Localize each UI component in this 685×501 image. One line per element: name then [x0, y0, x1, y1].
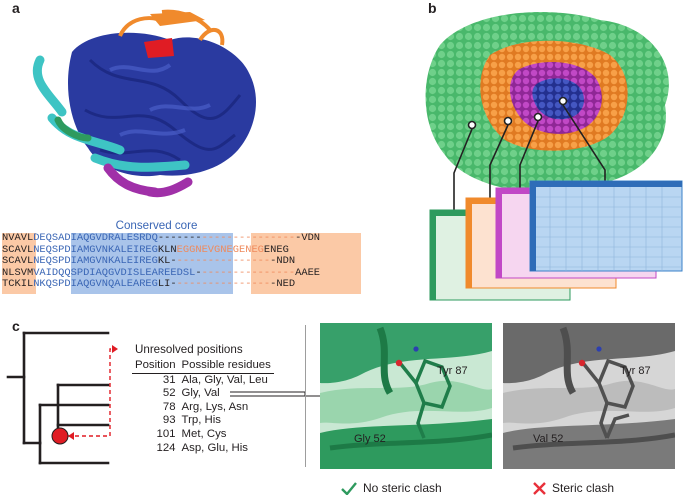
score-matrix-stack [429, 180, 683, 301]
position-cell: 52 [162, 387, 176, 400]
arrow-right-icon [112, 345, 118, 353]
alignment-segment: KL- [157, 255, 177, 268]
alignment-segment: NEQSPDIAMGVNKALEIREG [33, 243, 158, 256]
table-row: 93 Trp, His [132, 414, 274, 428]
alignment-row: NVAVLDEQSADIAQGVDRALESRDQ---------------… [2, 232, 321, 245]
vertical-divider [305, 325, 306, 467]
position-cell: 124 [156, 441, 176, 454]
alignment-highlight-blue-core [71, 233, 233, 294]
alignment-segment: -VDN [295, 232, 321, 244]
table-row: 31 Ala, Gly, Val, Leu [132, 373, 274, 387]
alignment-highlight-orange-right [251, 233, 361, 294]
position-52-pointer [230, 391, 320, 397]
residues-cell: Asp, Glu, His [181, 441, 248, 454]
residues-cell: Arg, Lys, Asn [181, 400, 249, 413]
alignment-segment: KLN [157, 243, 177, 256]
verdict-left-text: No steric clash [363, 481, 442, 495]
alignment-segment: ------- [157, 232, 202, 244]
structure-gly52: Tyr 87 Gly 52 [320, 323, 492, 469]
matrix-grid-lines [536, 187, 682, 271]
alignment-row: SCAVLNEQSPDIAMGVNKALEIREGKLNEGGNEVGNEGEN… [2, 243, 320, 257]
alignment-segment: NLSVM [2, 266, 34, 279]
panel-label-b: b [428, 0, 437, 16]
orange-sheet [150, 12, 205, 26]
label-gly52: Gly 52 [354, 433, 386, 445]
unresolved-positions-title: Unresolved positions [135, 343, 243, 356]
alignment-segment: - [195, 266, 202, 279]
protein-ribbon-structure [32, 9, 257, 198]
alignment-segment: --------------- [201, 266, 296, 279]
position-cell: 93 [162, 414, 176, 427]
sequence-alignment: NVAVLDEQSADIAQGVDRALESRDQ---------------… [0, 232, 361, 297]
red-segment [144, 38, 174, 58]
residue-table: Position Possible residues 31 Ala, Gly, V… [132, 359, 274, 455]
cross-icon [533, 481, 546, 495]
col-header-residues: Possible residues [181, 359, 271, 371]
alignment-row: TCKILNKQSPDIAQGVNQALEAREGLI-------------… [2, 279, 320, 291]
residues-cell: Trp, His [181, 414, 221, 427]
position-cell: 31 [162, 373, 176, 386]
alignment-segment: EGGNEVGNEGENEG [176, 243, 264, 256]
alignment-segment: NVAVL [2, 232, 34, 244]
col-header-position: Position [135, 359, 176, 371]
position-cell: 101 [156, 427, 176, 440]
verdict-right: Steric clash [533, 481, 614, 495]
arrow-left-icon [68, 432, 74, 440]
residues-cell: Met, Cys [181, 427, 227, 440]
green-segment [54, 116, 92, 142]
alignment-segment: LI- [157, 278, 177, 291]
ancestor-link-dashed [68, 348, 116, 437]
table-row: 124 Asp, Glu, His [132, 442, 274, 456]
alignment-segment: -NDN [270, 255, 296, 268]
alignment-highlight-orange-left [2, 233, 36, 294]
panel-label-a: a [12, 0, 20, 16]
label-tyr87-right: Tyr 87 [620, 365, 651, 377]
alignment-segment: DEQSADIAQGVDRALESRDQ [33, 232, 158, 244]
alignment-segment: SCAVL [2, 255, 34, 268]
residues-cell: Gly, Val [181, 387, 220, 400]
ancestral-node-marker [51, 427, 69, 445]
alignment-segment: TCKIL [2, 278, 34, 291]
label-tyr87-left: Tyr 87 [437, 365, 468, 377]
alignment-segment: -NED [270, 278, 296, 291]
alignment-segment: NEQSPDIAMGVNKALEIREG [33, 255, 158, 268]
phylogenetic-tree [6, 331, 118, 465]
position-cell: 78 [162, 400, 176, 413]
surface-blue-core [532, 78, 585, 120]
structure-val52: Tyr 87 Val 52 [503, 323, 675, 469]
alignment-segment: AAEE [295, 266, 321, 279]
protein-surface-with-matrices [425, 12, 683, 301]
magenta-helix [103, 163, 193, 198]
alignment-segment: --------------- [201, 232, 296, 244]
alignment-row: NLSVMVAIDQQSPDIAQGVDISLEAREEDSL---------… [2, 266, 321, 280]
matrix-connector-lines [453, 96, 606, 210]
verdict-left: No steric clash [341, 481, 442, 495]
alignment-segment: ENEG [263, 243, 289, 256]
conserved-core-label: Conserved core [115, 219, 198, 232]
alignment-segment: --------------- [176, 255, 271, 268]
table-row: 52 Gly, Val [132, 387, 274, 401]
alignment-segment: NKQSPDIAQGVNQALEAREG [33, 278, 158, 291]
check-icon [341, 481, 357, 495]
label-val52: Val 52 [533, 433, 563, 445]
table-row: 78 Arg, Lys, Asn [132, 401, 274, 415]
alignment-row: SCAVLNEQSPDIAMGVNKALEIREGKL-------------… [2, 255, 320, 268]
table-row: 101 Met, Cys [132, 428, 274, 442]
residues-cell: Ala, Gly, Val, Leu [181, 373, 268, 386]
panel-label-c: c [12, 318, 20, 334]
alignment-segment: VAIDQQSPDIAQGVDISLEAREEDSL [33, 266, 196, 279]
alignment-segment: SCAVL [2, 243, 34, 256]
alignment-segment: --------------- [176, 278, 271, 291]
verdict-right-text: Steric clash [552, 481, 615, 495]
